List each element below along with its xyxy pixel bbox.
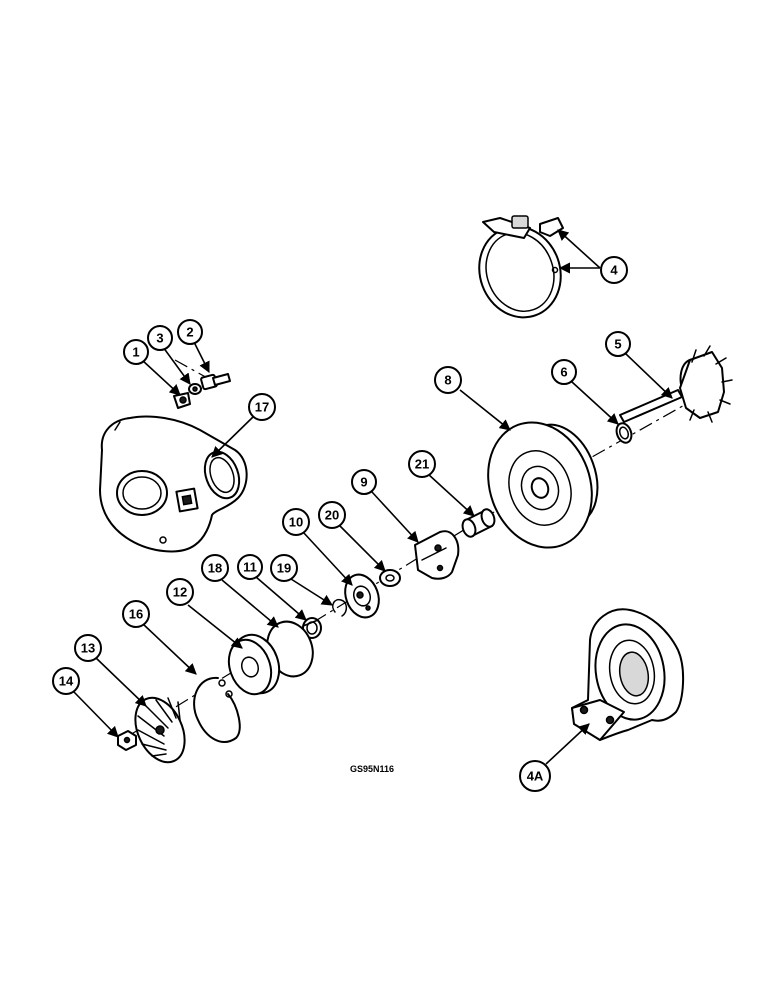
snap-ring-small bbox=[332, 598, 348, 617]
svg-text:21: 21 bbox=[415, 457, 429, 472]
svg-text:13: 13 bbox=[81, 641, 95, 656]
svg-text:8: 8 bbox=[444, 373, 451, 388]
svg-text:5: 5 bbox=[614, 337, 621, 352]
callout-6: 6 bbox=[551, 359, 577, 385]
callout-20: 20 bbox=[318, 501, 346, 529]
callout-4A: 4A bbox=[519, 760, 551, 792]
svg-text:17: 17 bbox=[255, 400, 269, 415]
thrust-washer bbox=[379, 569, 401, 587]
turbine-shaft-wheel bbox=[619, 345, 733, 423]
svg-text:14: 14 bbox=[59, 674, 74, 689]
svg-text:4A: 4A bbox=[527, 769, 544, 784]
svg-text:11: 11 bbox=[243, 560, 257, 575]
svg-text:1: 1 bbox=[132, 345, 139, 360]
seal-insert bbox=[227, 633, 281, 696]
compressor-wheel bbox=[134, 696, 186, 764]
callout-13: 13 bbox=[74, 634, 102, 662]
callout-1: 1 bbox=[123, 339, 149, 365]
svg-text:10: 10 bbox=[289, 515, 303, 530]
callout-19: 19 bbox=[270, 554, 298, 582]
retaining-ring bbox=[193, 676, 241, 743]
compressor-housing bbox=[99, 415, 248, 553]
callout-4: 4 bbox=[600, 256, 628, 284]
callout-14: 14 bbox=[52, 667, 80, 695]
callout-11: 11 bbox=[237, 554, 263, 580]
callout-8: 8 bbox=[434, 366, 462, 394]
svg-text:18: 18 bbox=[208, 561, 222, 576]
svg-text:16: 16 bbox=[129, 607, 143, 622]
callout-21: 21 bbox=[408, 450, 436, 478]
callout-12: 12 bbox=[166, 578, 194, 606]
callout-16: 16 bbox=[122, 600, 150, 628]
svg-text:9: 9 bbox=[360, 475, 367, 490]
assembly-centerline bbox=[129, 359, 721, 736]
seal-ring bbox=[615, 422, 633, 444]
bearing-housing bbox=[571, 608, 685, 741]
bearing-sleeve bbox=[461, 508, 496, 538]
thrust-plate bbox=[414, 530, 460, 580]
leader-lines bbox=[72, 229, 673, 765]
svg-text:2: 2 bbox=[186, 325, 193, 340]
svg-text:20: 20 bbox=[325, 508, 339, 523]
callout-5: 5 bbox=[605, 331, 631, 357]
callout-9: 9 bbox=[351, 469, 377, 495]
callout-2: 2 bbox=[177, 319, 203, 345]
callout-3: 3 bbox=[147, 325, 173, 351]
housing-fasteners bbox=[173, 373, 231, 409]
compressor-nut bbox=[117, 730, 137, 751]
figure-reference: GS95N116 bbox=[350, 764, 394, 774]
svg-text:19: 19 bbox=[277, 561, 291, 576]
thrust-collar bbox=[344, 573, 380, 619]
svg-text:12: 12 bbox=[173, 585, 187, 600]
svg-text:6: 6 bbox=[560, 365, 567, 380]
svg-text:3: 3 bbox=[156, 331, 163, 346]
svg-text:4: 4 bbox=[610, 263, 618, 278]
callout-10: 10 bbox=[282, 508, 310, 536]
v-band-clamp bbox=[478, 215, 564, 319]
turbine-backplate bbox=[487, 421, 599, 549]
callout-17: 17 bbox=[248, 393, 276, 421]
callout-18: 18 bbox=[201, 554, 229, 582]
